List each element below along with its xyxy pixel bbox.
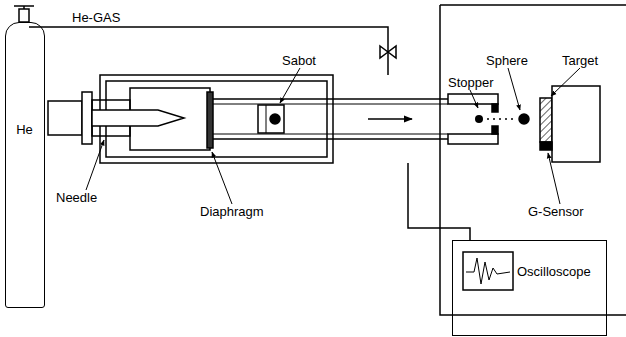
target-chamber (440, 5, 626, 315)
part-label: Sabot (282, 54, 316, 68)
needle (92, 110, 184, 126)
sphere (519, 114, 529, 124)
diaphragm (207, 92, 213, 148)
stopper-lip (492, 104, 498, 112)
sphere-in-sabot (270, 114, 280, 124)
leader-lines (86, 68, 580, 204)
target-mount (552, 86, 600, 162)
scope-trace (466, 258, 510, 284)
valve-stem (23, 6, 25, 9)
cylinder-valve (19, 9, 29, 22)
node-text: Oscilloscope (517, 265, 591, 279)
part-label: Needle (56, 191, 97, 205)
signal-wire (408, 163, 470, 240)
gas-line (29, 27, 388, 75)
oscilloscope-box: Oscilloscope (452, 240, 607, 336)
flight-arrow (368, 118, 412, 120)
part-label: He-GAS (72, 11, 120, 25)
barrel-bore (213, 134, 448, 135)
sabot-split (266, 105, 267, 133)
part-label: Sphere (486, 54, 528, 68)
part-label: Target (562, 54, 598, 68)
part-label: Stopper (448, 76, 494, 90)
part-label: Diaphragm (200, 205, 264, 219)
sphere-trajectory (475, 115, 513, 123)
part-label: G-Sensor (528, 205, 584, 219)
target (540, 98, 552, 142)
barrel-bore (213, 104, 448, 105)
gas-valve (380, 46, 396, 58)
needle-pipe (48, 101, 82, 135)
sabot (258, 105, 284, 133)
g-sensor (540, 142, 552, 150)
node-text: He (16, 123, 33, 137)
scope-screen (463, 252, 513, 290)
gas-cylinder: He (5, 22, 45, 308)
stopper-lip (492, 126, 498, 134)
needle-flange (82, 92, 92, 144)
stopper (448, 94, 498, 104)
stopper (448, 134, 498, 144)
